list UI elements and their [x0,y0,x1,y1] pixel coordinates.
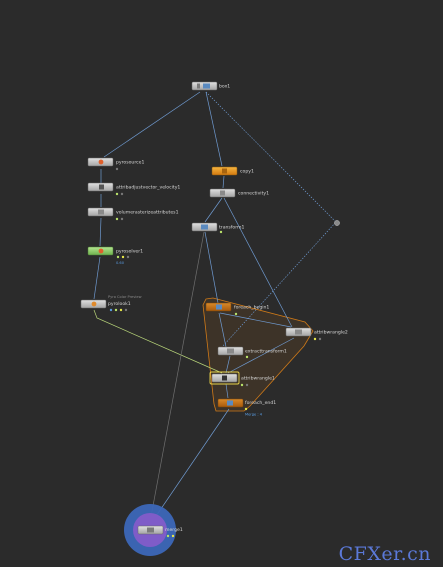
node-merge1-label: merge1 [165,527,183,533]
node-pyrosolver1-label: pyrosolver1 [116,249,143,255]
wires [93,91,337,523]
node-box1-label: box1 [219,84,230,90]
wire-pyrosolver-pyrolook [93,256,101,300]
node-extracttransform1[interactable]: extracttransform1 [217,346,287,359]
node-attribwrangle1-label: attribwrangle1 [241,376,275,382]
node-foreach-end1[interactable]: foreach_end1 Merge : 4 [217,398,276,417]
wire-pyrolook-attribwrangle1 [93,309,223,374]
wire-transform-merge [149,231,205,523]
wire-foreachbegin-extract [218,312,227,348]
wire-box-copy [205,91,223,167]
wire-connectivity-transform [204,197,223,223]
node-attribwrangle1[interactable]: attribwrangle1 [209,371,275,387]
node-foreach-end1-info: Merge : 4 [245,413,263,417]
wire-connectivity-attribwrangle2 [223,197,293,328]
node-copy1-label: copy1 [240,169,254,175]
node-foreach-begin1[interactable]: foreach_begin1 [205,302,269,316]
node-volumerasterizeattributes1-label: volumerasterizeattributes1 [116,210,179,216]
node-pyrolook1[interactable]: Pyro Color Preview pyrolook1 [80,295,142,312]
wire-transform-foreachbegin [204,231,219,304]
node-pyrolook1-label: pyrolook1 [108,301,131,307]
wire-attribwrangle1-foreachend [225,383,229,399]
wire-volumerasterize-pyrosolver [99,217,102,247]
node-transform1-label: transform1 [219,225,245,231]
node-merge1[interactable]: merge1 [124,504,183,556]
node-attribadjustvector-velocity1-label: attribadjustvector_velocity1 [116,185,180,191]
node-copy1[interactable]: copy1 [211,166,254,176]
node-pyrosource1[interactable]: pyrosource1 [87,157,144,171]
watermark-logo: CFXer.cn [338,543,431,565]
node-attribadjustvector-velocity1[interactable]: attribadjustvector_velocity1 [87,182,180,196]
node-connectivity1-label: connectivity1 [238,191,269,197]
wire-foreachend-merge [151,408,230,523]
node-foreach-begin1-label: foreach_begin1 [234,305,269,311]
node-foreach-end1-label: foreach_end1 [245,400,276,406]
wire-dot[interactable] [334,220,340,226]
node-connectivity1[interactable]: connectivity1 [209,188,269,198]
wire-copy-connectivity [222,175,225,189]
node-pyrosource1-label: pyrosource1 [116,160,144,166]
node-pyrolook1-sub: Pyro Color Preview [108,295,142,299]
node-transform1[interactable]: transform1 [191,222,245,234]
node-pyrosolver1-info: 0.60 [116,261,125,265]
node-attribwrangle2[interactable]: attribwrangle2 [285,327,348,341]
wire-foreachbegin-attribwrangle2 [219,312,292,328]
node-extracttransform1-label: extracttransform1 [245,349,287,355]
wire-attribwrangle2-attribwrangle1 [227,337,295,374]
wire-box-pyrosource [103,91,201,158]
node-pyrosolver1[interactable]: pyrosolver1 0.60 [87,246,143,265]
wire-extract-attribwrangle1 [225,355,231,374]
node-volumerasterizeattributes1[interactable]: volumerasterizeattributes1 [87,207,179,221]
node-box1[interactable]: box1 [191,81,230,91]
node-attribwrangle2-label: attribwrangle2 [314,330,348,336]
